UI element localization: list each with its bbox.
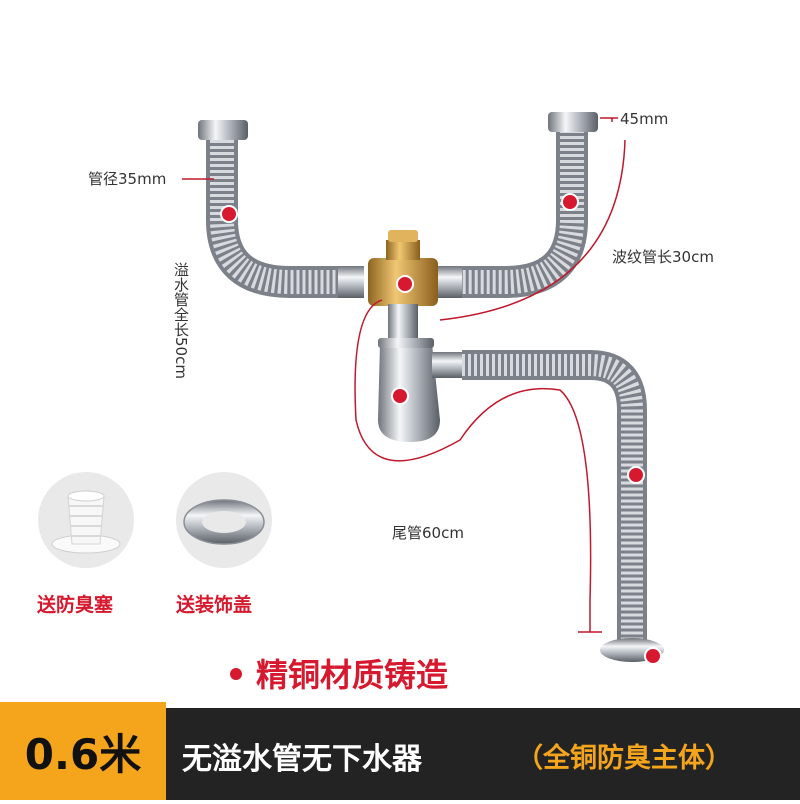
bullet-dot-icon: [230, 668, 242, 680]
length-badge-text: 0.6米: [24, 729, 142, 779]
bellows-length-label: 波纹管长30cm: [612, 248, 714, 266]
banner-title: 无溢水管无下水器: [182, 742, 422, 777]
left-bellows-pipe: [206, 140, 360, 298]
left-top-cap: [198, 120, 248, 140]
length-badge: 0.6米: [0, 702, 166, 800]
odor-plug-image: [38, 472, 134, 568]
banner-subtitle: （全铜防臭主体）: [516, 743, 732, 774]
tail-bellows-pipe: [462, 350, 647, 640]
slogan-text: 精铜材质铸造: [256, 656, 449, 694]
right-top-cap: [548, 112, 598, 132]
right-bellows-pipe: [440, 130, 588, 298]
overflow-length-label: 溢水管全长50cm: [172, 262, 190, 379]
odor-plug-icon: [51, 490, 121, 554]
tail-pipe-label: 尾管60cm: [392, 524, 464, 542]
pipe-diameter-label: 管径35mm: [88, 170, 167, 188]
top-size-label: 45mm: [620, 110, 669, 128]
bottle-trap: [378, 344, 440, 442]
decorative-cover-image: [176, 472, 272, 568]
slogan: 精铜材质铸造: [230, 650, 448, 696]
accessory-label-odor-plug: 送防臭塞: [37, 594, 114, 616]
accessory-label-decorative-cover: 送装饰盖: [176, 594, 253, 616]
decorative-cover-icon: [183, 499, 265, 545]
